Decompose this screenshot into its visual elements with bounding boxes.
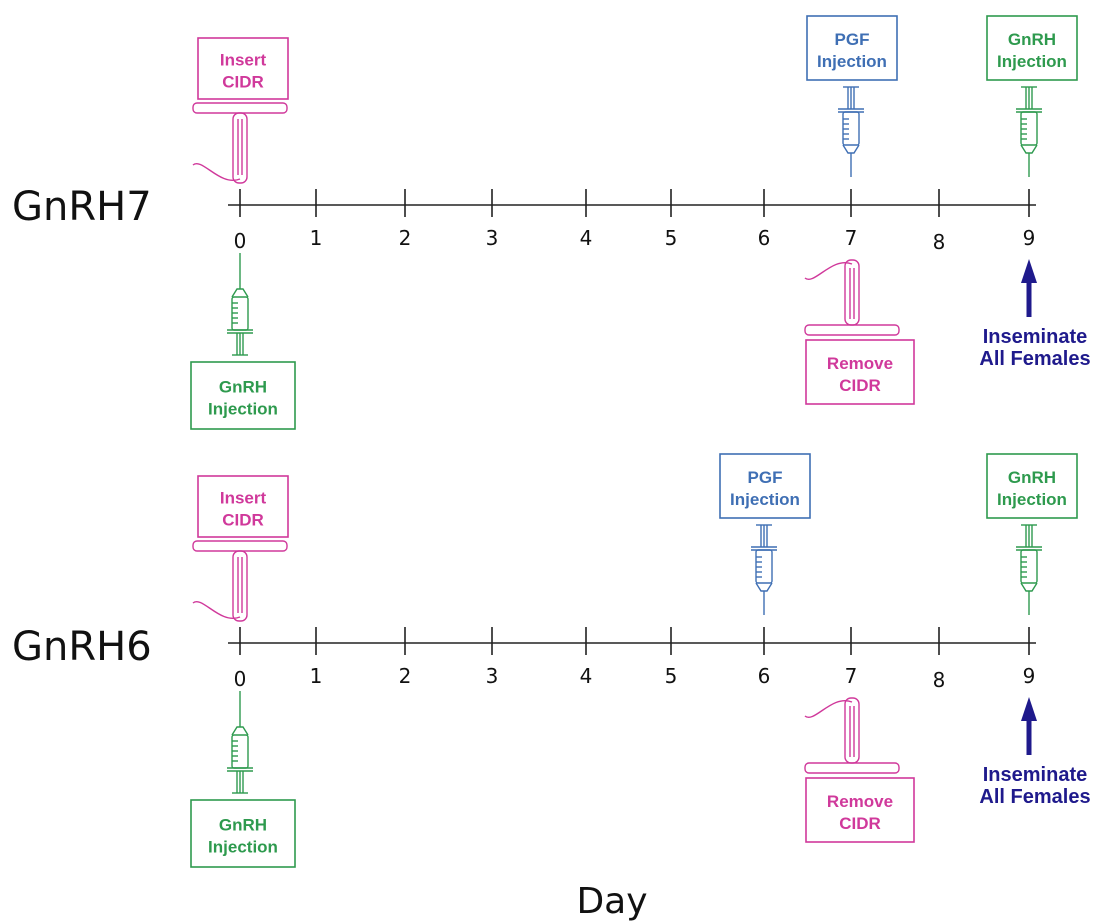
insert-cidr-label-text: Insert xyxy=(220,489,267,508)
day-tick-label: 7 xyxy=(845,664,858,688)
pgf-injection-label-text: PGF xyxy=(835,30,870,49)
gnrh-injection-label-text: Injection xyxy=(208,838,278,857)
inseminate-text: Inseminate xyxy=(983,326,1087,348)
gnrh-injection-label-text: GnRH xyxy=(219,816,267,835)
inseminate-text: Inseminate xyxy=(983,764,1087,786)
insert-cidr-label-box xyxy=(197,475,289,538)
gnrh-injection-label-text: GnRH xyxy=(1008,468,1056,487)
remove-cidr-label-text: Remove xyxy=(827,792,893,811)
remove-cidr-label-text: Remove xyxy=(827,354,893,373)
cidr-device-icon xyxy=(192,540,288,622)
day-tick-label: 8 xyxy=(933,230,946,254)
event-gnrh-day-0: GnRH Injection xyxy=(190,253,296,430)
day-tick-label: 9 xyxy=(1023,226,1036,250)
day-axis-title: Day xyxy=(576,881,647,922)
protocol-name: GnRH6 xyxy=(12,624,152,670)
gnrh-injection-label-text: GnRH xyxy=(1008,30,1056,49)
gnrh-injection-label-box xyxy=(986,453,1078,519)
day-tick-label: 5 xyxy=(665,226,678,250)
insert-cidr-label-text: CIDR xyxy=(222,511,264,530)
syringe-icon xyxy=(227,691,253,794)
gnrh-injection-label-text: Injection xyxy=(997,490,1067,509)
day-tick-label: 8 xyxy=(933,668,946,692)
event-pgf-day-7: PGF Injection xyxy=(806,15,898,177)
event-pgf-day-6: PGF Injection xyxy=(719,453,811,615)
day-tick-label: 5 xyxy=(665,664,678,688)
day-tick-label: 3 xyxy=(486,664,499,688)
pgf-injection-label-box xyxy=(719,453,811,519)
syringe-icon xyxy=(751,524,777,615)
day-tick-label: 4 xyxy=(580,664,593,688)
pgf-injection-label-text: Injection xyxy=(817,52,887,71)
day-tick-label: 4 xyxy=(580,226,593,250)
gnrh-injection-label-box xyxy=(986,15,1078,81)
up-arrow-icon xyxy=(1021,259,1037,317)
event-gnrh-day-9: GnRH Injection xyxy=(986,453,1078,615)
protocol-name: GnRH7 xyxy=(12,184,152,230)
day-tick-label: 9 xyxy=(1023,664,1036,688)
day-tick-label: 3 xyxy=(486,226,499,250)
remove-cidr-label-text: CIDR xyxy=(839,376,881,395)
day-tick-label: 0 xyxy=(234,667,247,691)
day-tick-label: 7 xyxy=(845,226,858,250)
pgf-injection-label-box xyxy=(806,15,898,81)
insert-cidr-label-text: Insert xyxy=(220,51,267,70)
remove-cidr-label-box xyxy=(805,339,915,405)
insert-cidr-label-text: CIDR xyxy=(222,73,264,92)
inseminate-text: All Females xyxy=(979,348,1090,370)
syringe-icon xyxy=(1016,86,1042,177)
up-arrow-icon xyxy=(1021,697,1037,755)
event-gnrh-day-9: GnRH Injection xyxy=(986,15,1078,177)
gnrh-injection-label-box xyxy=(190,361,296,430)
pgf-injection-label-text: PGF xyxy=(748,468,783,487)
remove-cidr-label-text: CIDR xyxy=(839,814,881,833)
day-tick-label: 0 xyxy=(234,229,247,253)
gnrh-injection-label-text: Injection xyxy=(208,400,278,419)
event-gnrh-day-0: GnRH Injection xyxy=(190,691,296,868)
gnrh-injection-label-text: Injection xyxy=(997,52,1067,71)
day-tick-label: 2 xyxy=(399,664,412,688)
day-tick-label: 2 xyxy=(399,226,412,250)
inseminate-text: All Females xyxy=(979,786,1090,808)
day-tick-label: 1 xyxy=(310,226,323,250)
cidr-device-icon xyxy=(804,697,900,774)
day-tick-label: 6 xyxy=(758,226,771,250)
syringe-icon xyxy=(227,253,253,356)
day-tick-label: 1 xyxy=(310,664,323,688)
syringe-icon xyxy=(1016,524,1042,615)
syringe-icon xyxy=(838,86,864,177)
gnrh-injection-label-box xyxy=(190,799,296,868)
day-tick-label: 6 xyxy=(758,664,771,688)
pgf-injection-label-text: Injection xyxy=(730,490,800,509)
cidr-device-icon xyxy=(804,259,900,336)
remove-cidr-label-box xyxy=(805,777,915,843)
cidr-device-icon xyxy=(192,102,288,184)
gnrh-injection-label-text: GnRH xyxy=(219,378,267,397)
insert-cidr-label-box xyxy=(197,37,289,100)
